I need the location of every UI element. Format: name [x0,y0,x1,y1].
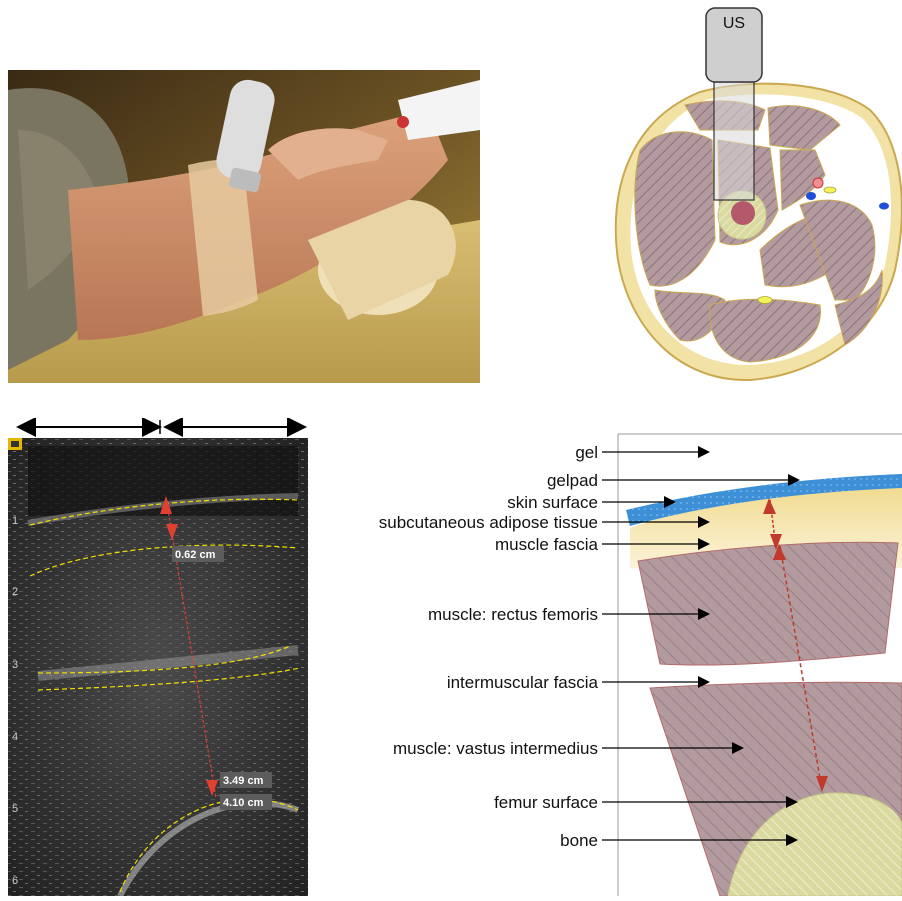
nerve [824,187,836,193]
measurement-subcutaneous: 0.62 cm [175,549,216,561]
label-gelpad: gelpad [547,471,598,490]
ultrasound-beam [714,82,754,200]
photo-illustration [8,70,480,383]
label-femur-surface: femur surface [494,793,598,812]
label-gel: gel [575,443,598,462]
label-skin-surface: skin surface [507,493,598,512]
measurement-muscle: 3.49 cm [223,775,264,787]
ultrasound-svg: 1 2 3 4 5 6 0.62 cm 3.49 cm 4.10 cm [0,418,322,896]
ultrasound-probe-photo [8,70,480,383]
label-intermuscular-fascia: intermuscular fascia [447,673,599,692]
measurement-total: 4.10 cm [223,797,264,809]
depth-tick-1: 1 [12,515,18,527]
label-muscle-fascia: muscle fascia [495,535,599,554]
depth-tick-5: 5 [12,803,18,815]
label-bone: bone [560,831,598,850]
label-rectus-femoris: muscle: rectus femoris [428,605,598,624]
tissue-layer-schematic: gel gelpad skin surface subcutaneous adi… [330,428,902,896]
depth-tick-6: 6 [12,875,18,887]
thigh-cross-section-diagram: US [600,0,902,385]
superficial-vein [879,203,889,210]
vein [806,192,816,200]
depth-tick-3: 3 [12,659,18,671]
depth-tick-4: 4 [12,731,18,743]
ultrasound-image: 1 2 3 4 5 6 0.62 cm 3.49 cm 4.10 cm [0,418,322,896]
depth-tick-2: 2 [12,586,18,598]
schematic-svg: gel gelpad skin surface subcutaneous adi… [330,428,902,896]
sciatic-nerve [758,297,772,304]
label-vastus-intermedius: muscle: vastus intermedius [393,739,598,758]
artery [813,178,823,188]
cross-section-svg: US [600,0,902,385]
femur-marrow [731,201,755,225]
label-subcutaneous-adipose-tissue: subcutaneous adipose tissue [379,513,598,532]
probe-label: US [723,15,745,32]
